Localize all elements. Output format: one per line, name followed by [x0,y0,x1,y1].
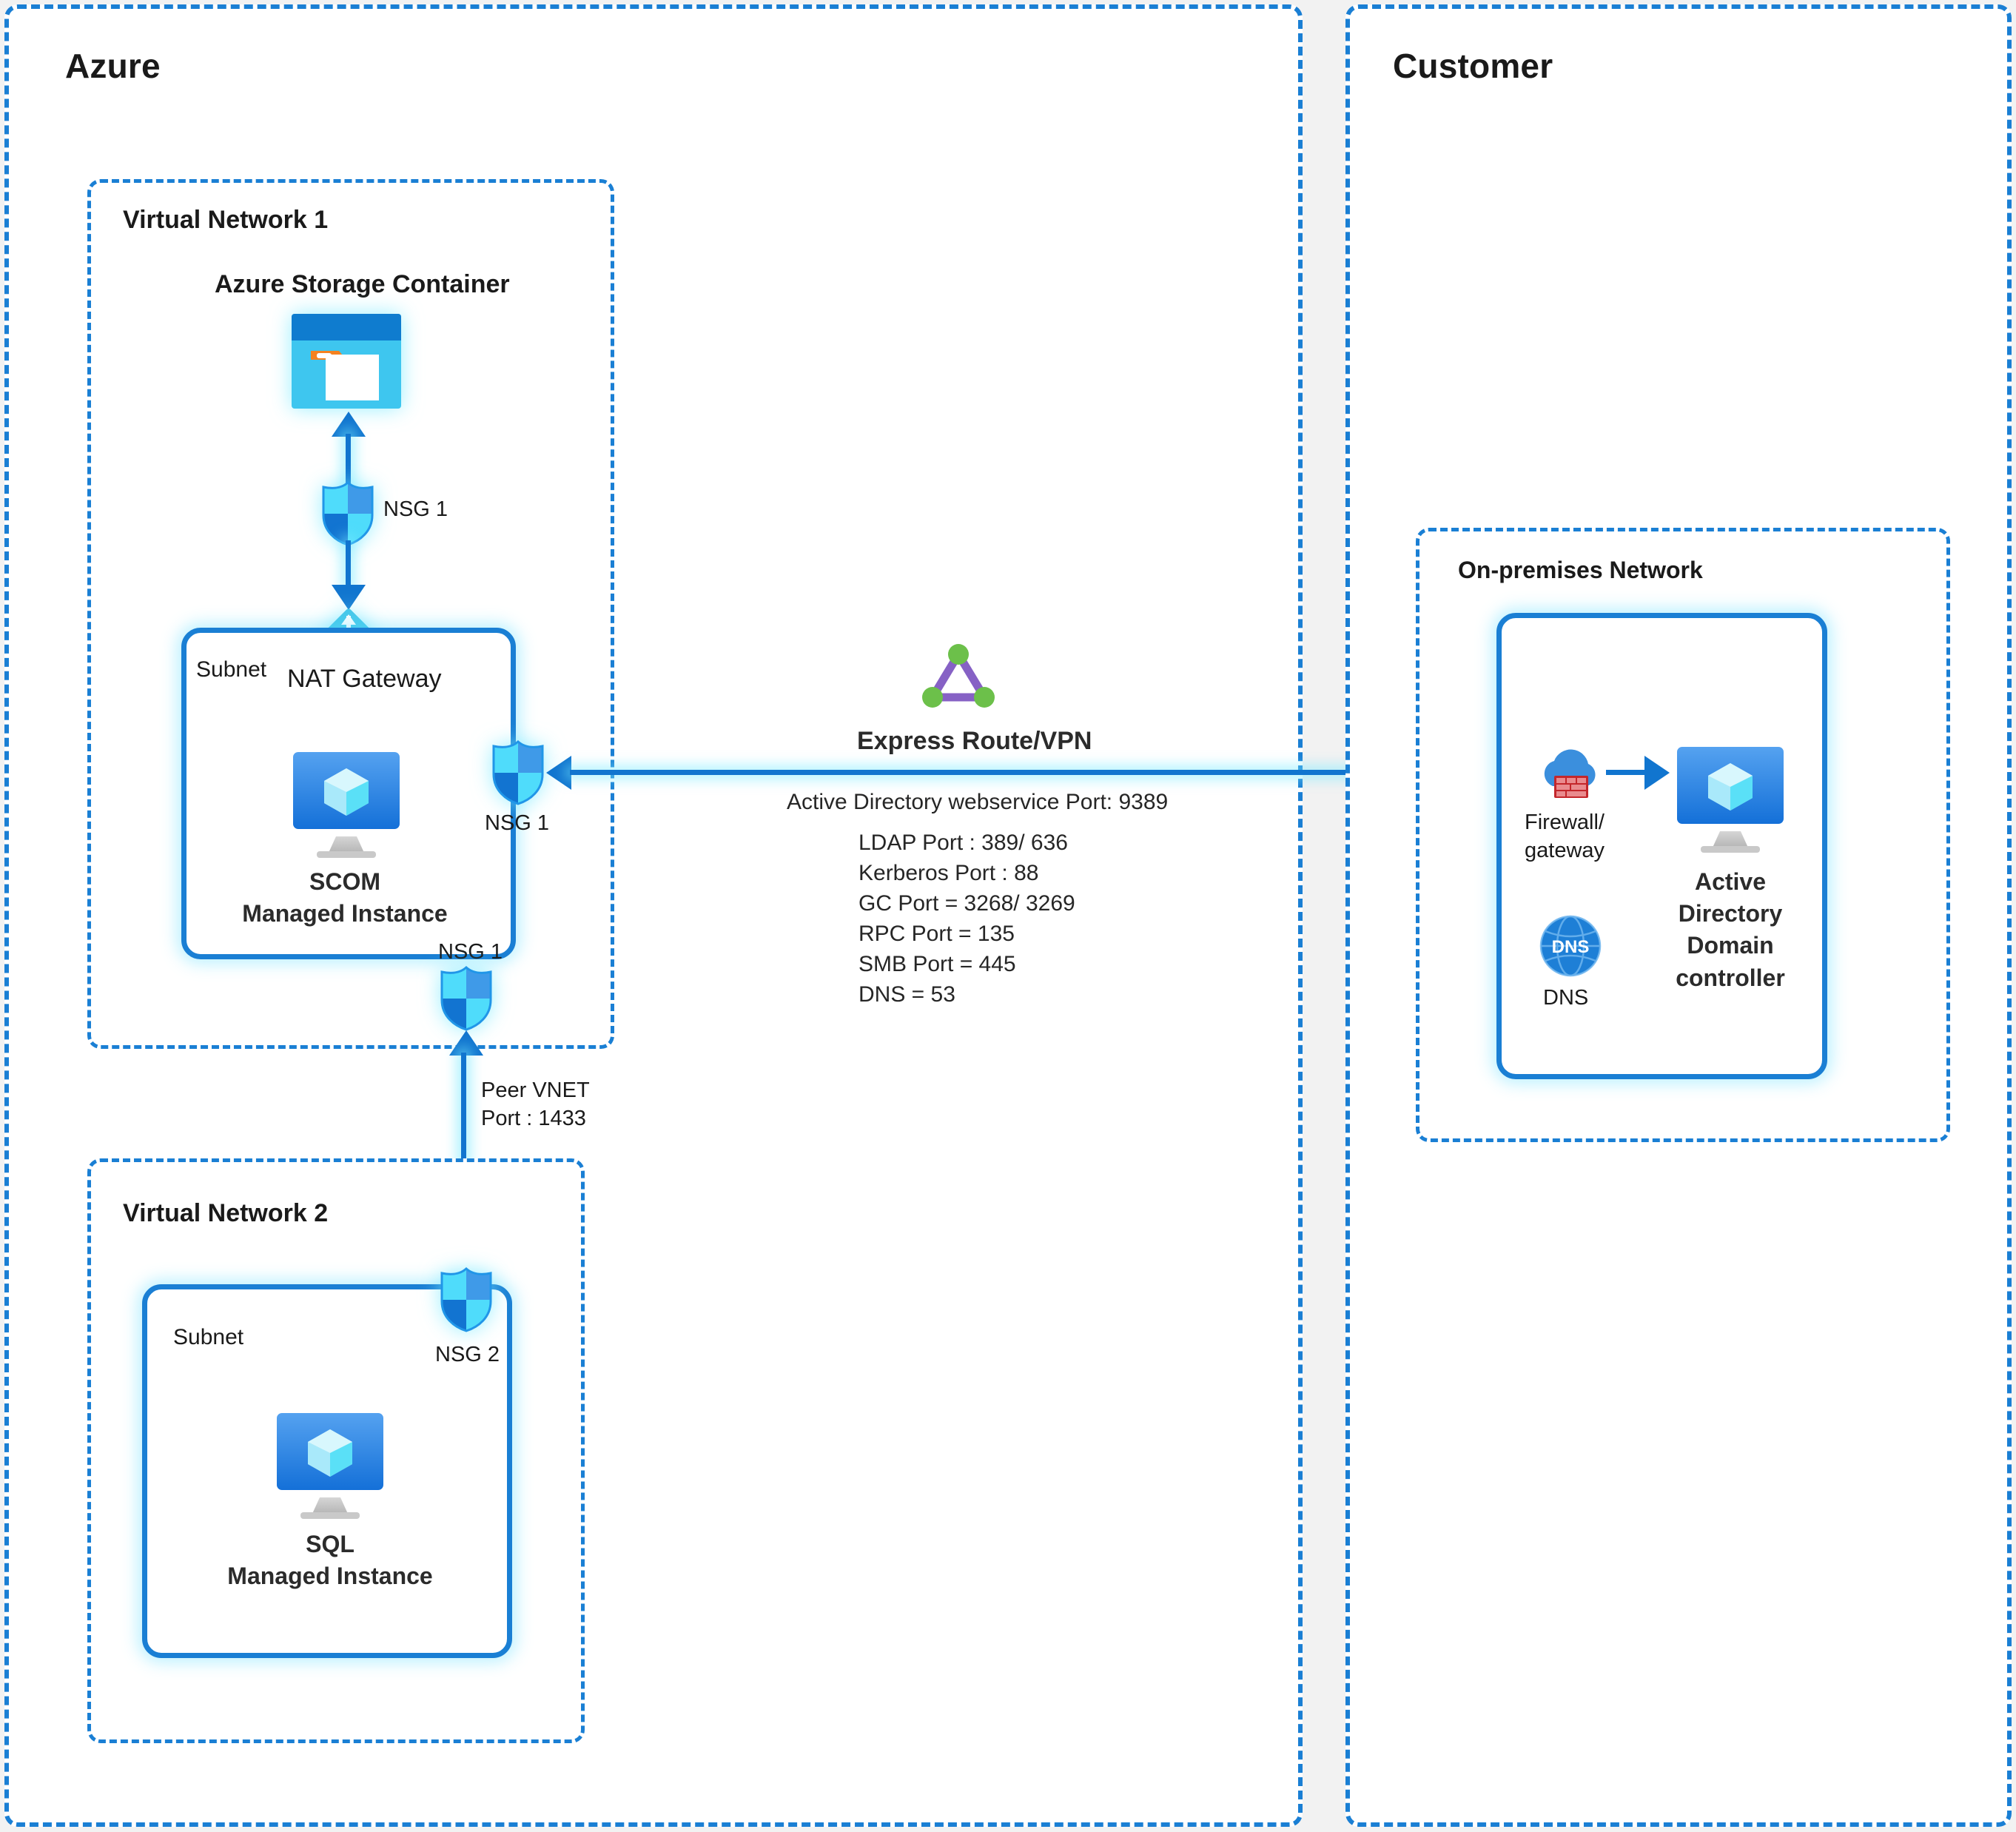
nsg-nat-connector [346,540,351,588]
managed-instance-vm-icon-sql [271,1410,389,1521]
express-route-connector [570,770,1562,775]
firewall-cloud-icon [1536,745,1606,807]
port-item-ldap: LDAP Port : 389/ 636 [859,831,1068,855]
nsg-shield-icon-peer [438,965,494,1031]
domain-controller-label: Active Directory Domain controller [1676,868,1785,991]
firewall-gateway-label: Firewall/ gateway [1525,811,1605,862]
port-item-kerberos: Kerberos Port : 88 [859,861,1039,886]
dns-label: DNS [1543,986,1589,1010]
port-item-rpc: RPC Port = 135 [859,922,1015,947]
virtual-network-2-title: Virtual Network 2 [123,1199,329,1227]
nsg-subnet-corner-label: NSG 1 [438,940,503,964]
scom-subnet-label: Subnet [196,657,267,682]
scom-managed-instance-label: SCOM Managed Instance [242,868,448,927]
arrow-down-to-nat [332,585,366,610]
on-premises-network-title: On-premises Network [1458,557,1703,583]
nsg-subnet-right-label: NSG 1 [485,811,550,835]
azure-storage-container-label: Azure Storage Container [215,270,510,298]
nsg-shield-icon-subnet-right [490,739,546,805]
managed-instance-vm-icon-domain-controller [1671,744,1790,855]
arrow-up-peer-vnet [449,1030,483,1056]
peer-vnet-label: Peer VNET Port : 1433 [481,1078,590,1130]
azure-zone-title: Azure [65,47,161,85]
arrow-up-to-storage [332,412,366,437]
nsg-2-label: NSG 2 [435,1343,500,1366]
port-item-smb: SMB Port = 445 [859,952,1016,977]
port-list: LDAP Port : 389/ 636 Kerberos Port : 88 … [859,828,1075,1010]
nat-gateway-label: NAT Gateway [287,665,442,693]
sql-managed-instance-label: SQL Managed Instance [227,1531,433,1590]
firewall-to-dc-connector [1606,770,1646,775]
customer-zone-title: Customer [1393,47,1553,85]
ad-webservice-port-heading: Active Directory webservice Port: 9389 [787,790,1169,814]
port-item-dns: DNS = 53 [859,982,955,1007]
virtual-network-1-title: Virtual Network 1 [123,206,329,234]
managed-instance-vm-icon [287,749,406,860]
nsg-shield-icon-sql [438,1266,494,1332]
storage-nsg-connector [346,434,351,490]
azure-storage-container-icon [292,314,401,409]
sql-subnet-label: Subnet [173,1325,244,1349]
port-item-gc: GC Port = 3268/ 3269 [859,891,1075,916]
express-route-label: Express Route/VPN [857,727,1092,755]
on-premises-inner-box [1496,613,1827,1079]
dns-globe-icon: DNS [1536,912,1605,980]
express-route-icon [918,641,999,711]
nsg-shield-icon [320,480,376,546]
arrow-left-to-nsg1 [546,756,571,790]
nsg-storage-label: NSG 1 [383,497,448,521]
arrow-right-to-domain-controller [1644,756,1670,790]
svg-text:DNS: DNS [1552,937,1590,957]
